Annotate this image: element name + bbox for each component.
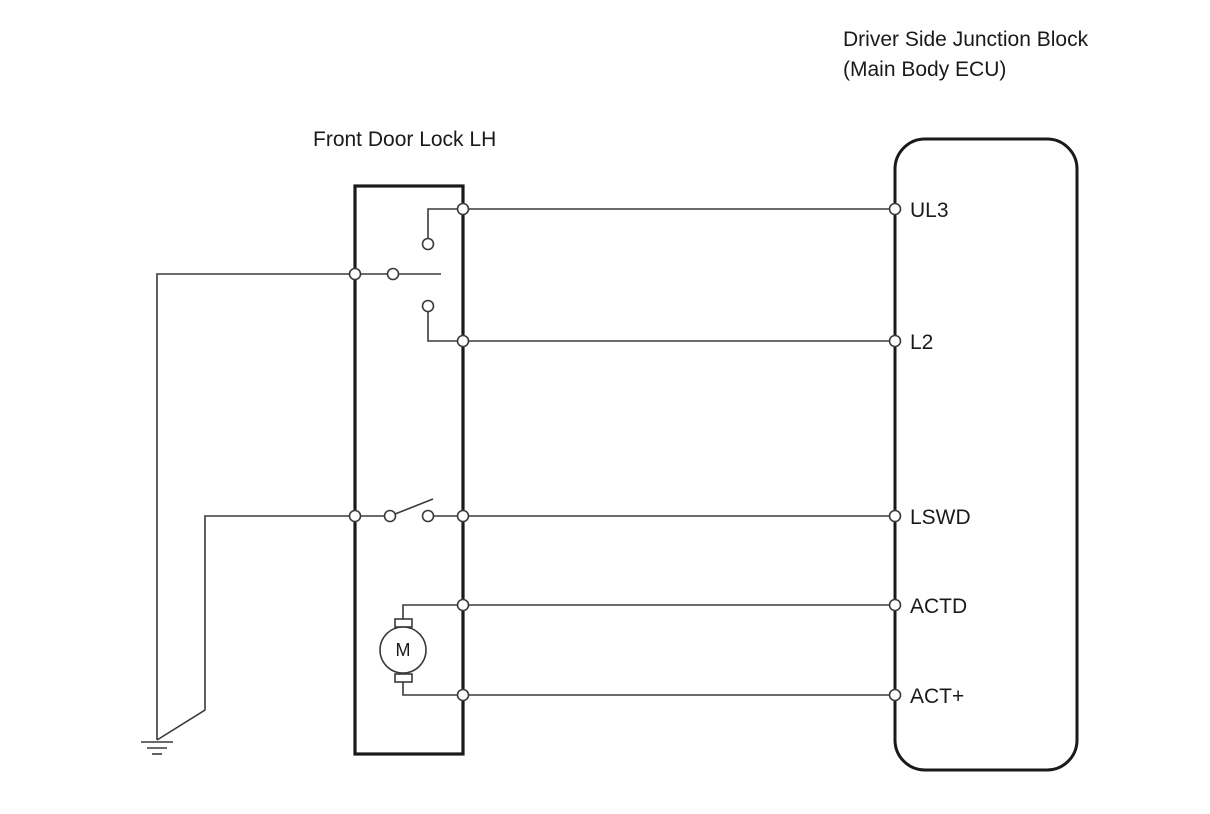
pin-label-l2: L2 [910, 331, 933, 354]
pin-label-actd: ACTD [910, 595, 967, 618]
pin-label-act-plus: ACT+ [910, 685, 964, 708]
node-ecu-lswd [888, 509, 902, 523]
motor-icon: M [379, 604, 463, 696]
ground-icon [141, 741, 173, 755]
pin-label-ul3: UL3 [910, 199, 949, 222]
ecu-box [893, 137, 1079, 772]
door-lock-title: Front Door Lock LH [313, 128, 496, 151]
node-ecu-ul3 [888, 202, 902, 216]
door-lock-box [353, 184, 465, 756]
ecu-title-line2: (Main Body ECU) [843, 58, 1006, 81]
node-lock-lswd [456, 509, 470, 523]
node-lock-ground-upper [348, 267, 362, 281]
ground-wire-upper [156, 273, 355, 740]
ecu-title-line1: Driver Side Junction Block [843, 28, 1089, 51]
node-ecu-l2 [888, 334, 902, 348]
node-lock-actd [456, 598, 470, 612]
ground-wire-lower [156, 515, 355, 741]
node-ecu-actd [888, 598, 902, 612]
node-ecu-act-plus [888, 688, 902, 702]
switch-icon [355, 498, 463, 523]
node-lock-act-plus [456, 688, 470, 702]
lock-switch [355, 208, 463, 342]
node-lock-ground-lower [348, 509, 362, 523]
motor-symbol: M [396, 640, 411, 660]
node-lock-ul3 [456, 202, 470, 216]
pin-label-lswd: LSWD [910, 506, 971, 529]
node-lock-l2 [456, 334, 470, 348]
